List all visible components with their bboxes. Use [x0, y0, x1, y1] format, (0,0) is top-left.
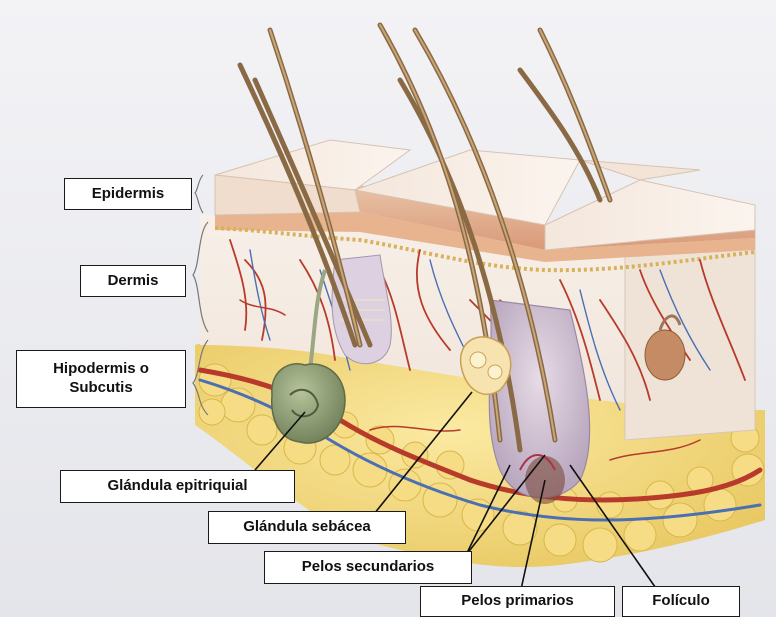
label-sebaceous-gland: Glándula sebácea: [208, 511, 406, 544]
label-sebaceous-gland-text: Glándula sebácea: [243, 518, 371, 537]
label-follicle-text: Folículo: [652, 592, 710, 611]
label-epidermis-text: Epidermis: [92, 185, 165, 204]
label-hypodermis-line2: Subcutis: [69, 379, 132, 398]
label-primary-hairs: Pelos primarios: [420, 586, 615, 617]
label-dermis-text: Dermis: [108, 272, 159, 291]
label-dermis: Dermis: [80, 265, 186, 297]
label-follicle: Folículo: [622, 586, 740, 617]
label-primary-hairs-text: Pelos primarios: [461, 592, 574, 611]
label-hypodermis: Hipodermis o Subcutis: [16, 350, 186, 408]
label-secondary-hairs: Pelos secundarios: [264, 551, 472, 584]
label-epidermis: Epidermis: [64, 178, 192, 210]
label-epitrichial-gland: Glándula epitriquial: [60, 470, 295, 503]
label-epitrichial-gland-text: Glándula epitriquial: [107, 477, 247, 496]
hair-follicle: [489, 300, 589, 504]
label-secondary-hairs-text: Pelos secundarios: [302, 558, 435, 577]
label-hypodermis-line1: Hipodermis o: [53, 360, 149, 379]
